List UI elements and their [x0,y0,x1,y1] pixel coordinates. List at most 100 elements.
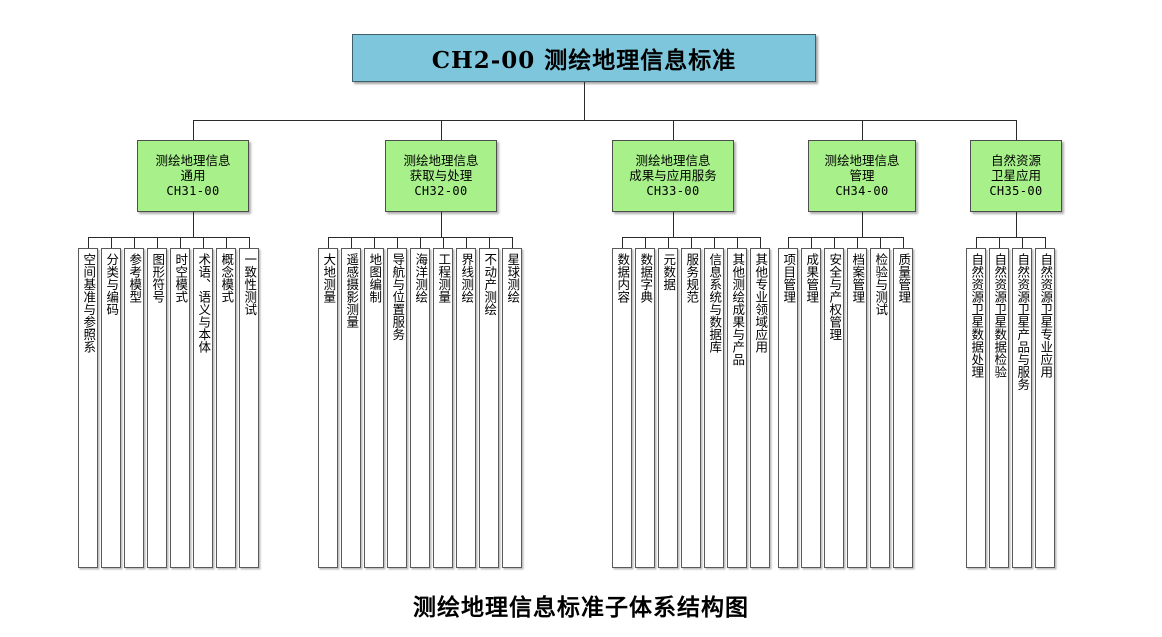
leaf-node-label: 检验与测试 [873,253,889,316]
category-code: CH35-00 [989,183,1043,198]
category-drop-line-4 [1016,120,1017,140]
category-drop-line-1 [441,120,442,140]
leaf-drop-line-3-3 [857,237,858,248]
top-level-bus-line [193,120,1016,121]
category-drop-line-0 [193,120,194,140]
leaf-node-3-2[interactable]: 安全与产权管理 [824,248,844,568]
leaf-drop-line-0-6 [226,237,227,248]
leaf-node-0-0[interactable]: 空间基准与参照系 [78,248,98,568]
leaf-drop-line-1-5 [443,237,444,248]
leaf-node-0-4[interactable]: 时空模式 [170,248,190,568]
leaf-node-1-2[interactable]: 地图编制 [364,248,384,568]
leaf-node-3-3[interactable]: 档案管理 [847,248,867,568]
leaf-node-2-2[interactable]: 元数据 [658,248,678,568]
category-title-line: 获取与处理 [409,167,473,183]
leaf-node-label: 遥感摄影测量 [344,253,360,328]
leaf-node-3-5[interactable]: 质量管理 [893,248,913,568]
leaf-drop-line-0-4 [180,237,181,248]
category-code: CH34-00 [835,183,889,198]
leaf-node-label: 时空模式 [173,253,189,303]
leaf-node-label: 元数据 [661,253,677,291]
leaf-node-0-1[interactable]: 分类与编码 [101,248,121,568]
leaf-node-1-5[interactable]: 工程测量 [433,248,453,568]
leaf-drop-line-2-0 [622,237,623,248]
leaf-drop-line-1-0 [328,237,329,248]
leaf-node-1-7[interactable]: 不动产测绘 [479,248,499,568]
leaf-node-0-7[interactable]: 一致性测试 [239,248,259,568]
leaf-node-3-0[interactable]: 项目管理 [778,248,798,568]
leaf-node-label: 地图编制 [367,253,383,303]
leaf-node-3-4[interactable]: 检验与测试 [870,248,890,568]
diagram-caption: 测绘地理信息标准子体系结构图 [413,594,749,621]
leaf-drop-line-2-2 [668,237,669,248]
leaf-node-1-6[interactable]: 界线测绘 [456,248,476,568]
category-code: CH33-00 [646,183,700,198]
leaf-drop-line-2-6 [760,237,761,248]
leaf-drop-line-1-7 [489,237,490,248]
leaf-node-label: 服务规范 [684,253,700,303]
leaf-node-3-1[interactable]: 成果管理 [801,248,821,568]
leaf-node-label: 界线测绘 [459,253,475,303]
leaf-node-label: 空间基准与参照系 [81,253,97,353]
leaf-node-1-1[interactable]: 遥感摄影测量 [341,248,361,568]
group-bus-line-0 [88,237,249,238]
leaf-node-2-3[interactable]: 服务规范 [681,248,701,568]
leaf-node-label: 不动产测绘 [482,253,498,316]
leaf-drop-line-3-5 [903,237,904,248]
leaf-node-label: 星球测绘 [505,253,521,303]
leaf-node-1-0[interactable]: 大地测量 [318,248,338,568]
leaf-node-4-1[interactable]: 自然资源卫星数据检验 [989,248,1009,568]
leaf-node-1-3[interactable]: 导航与位置服务 [387,248,407,568]
group-bus-line-3 [788,237,903,238]
leaf-node-2-0[interactable]: 数据内容 [612,248,632,568]
leaf-node-label: 其他测绘成果与产品 [730,253,746,366]
leaf-drop-line-2-4 [714,237,715,248]
category-code: CH32-00 [414,183,468,198]
category-title-line: 自然资源 [990,153,1041,169]
leaf-node-4-0[interactable]: 自然资源卫星数据处理 [966,248,986,568]
leaf-node-4-3[interactable]: 自然资源卫星专业应用 [1035,248,1055,568]
leaf-node-2-1[interactable]: 数据字典 [635,248,655,568]
root-node[interactable]: CH2-00 测绘地理信息标准 [352,34,816,82]
leaf-node-0-3[interactable]: 图形符号 [147,248,167,568]
root-node-label: CH2-00 测绘地理信息标准 [431,47,737,74]
leaf-node-1-8[interactable]: 星球测绘 [502,248,522,568]
leaf-node-label: 质量管理 [896,253,912,303]
leaf-node-2-4[interactable]: 信息系统与数据库 [704,248,724,568]
category-drop-line-3 [862,120,863,140]
group-bus-line-4 [976,237,1045,238]
leaf-node-label: 档案管理 [850,253,866,303]
leaf-node-0-6[interactable]: 概念模式 [216,248,236,568]
category-stem-line-3 [862,212,863,237]
leaf-drop-line-3-4 [880,237,881,248]
leaf-drop-line-0-5 [203,237,204,248]
leaf-node-label: 术语、语义与本体 [196,253,212,353]
category-stem-line-4 [1016,212,1017,237]
leaf-node-0-2[interactable]: 参考模型 [124,248,144,568]
leaf-node-4-2[interactable]: 自然资源卫星产品与服务 [1012,248,1032,568]
category-title-line: 测绘地理信息 [155,153,231,169]
leaf-node-0-5[interactable]: 术语、语义与本体 [193,248,213,568]
leaf-node-1-4[interactable]: 海洋测绘 [410,248,430,568]
leaf-drop-line-4-2 [1022,237,1023,248]
leaf-drop-line-0-7 [249,237,250,248]
leaf-node-2-6[interactable]: 其他专业领域应用 [750,248,770,568]
leaf-node-2-5[interactable]: 其他测绘成果与产品 [727,248,747,568]
leaf-node-label: 大地测量 [321,253,337,303]
category-title-line: 测绘地理信息 [403,153,479,169]
leaf-drop-line-3-1 [811,237,812,248]
category-title-line: 卫星应用 [990,167,1041,183]
leaf-node-label: 图形符号 [150,253,166,303]
root-trunk-line [584,82,585,120]
leaf-node-label: 一致性测试 [242,253,258,316]
category-drop-line-2 [673,120,674,140]
leaf-node-label: 自然资源卫星产品与服务 [1015,253,1031,391]
leaf-node-label: 安全与产权管理 [827,253,843,341]
leaf-drop-line-1-3 [397,237,398,248]
